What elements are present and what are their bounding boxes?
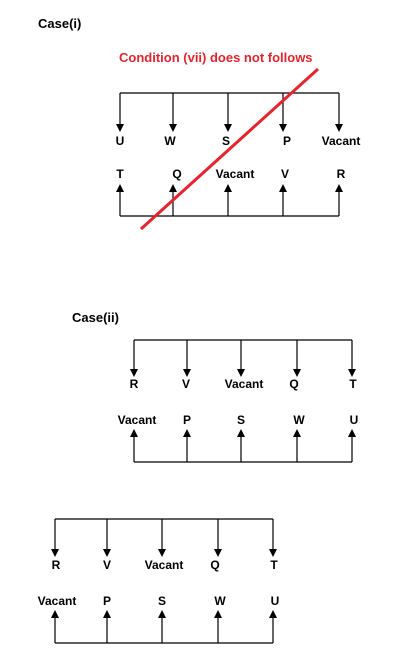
arrangement-1: U W S P Vacant T Q Vacant V R xyxy=(116,92,361,217)
case1-title: Case(i) xyxy=(38,16,81,31)
seat-label: S xyxy=(237,413,245,427)
seat-label: U xyxy=(350,413,359,427)
seat-label: T xyxy=(116,167,124,181)
seat-label: R xyxy=(337,167,346,181)
arrangement-3: R V Vacant Q T Vacant P S W U xyxy=(38,518,280,644)
case2-title: Case(ii) xyxy=(72,310,119,325)
seat-label: U xyxy=(116,134,125,148)
seat-label: W xyxy=(214,594,226,608)
seat-label: Vacant xyxy=(225,377,264,391)
seat-label: Vacant xyxy=(38,594,77,608)
seat-label: P xyxy=(103,594,111,608)
seat-label: Vacant xyxy=(322,134,361,148)
seat-label: T xyxy=(349,377,357,391)
seat-label: Q xyxy=(289,377,298,391)
seat-label: W xyxy=(293,413,305,427)
seat-label: S xyxy=(158,594,166,608)
seat-label: P xyxy=(183,413,191,427)
seat-label: S xyxy=(222,134,230,148)
arrangement-2: R V Vacant Q T Vacant P S W U xyxy=(118,339,359,463)
seat-label: Vacant xyxy=(118,413,157,427)
seat-label: U xyxy=(271,594,280,608)
seat-label: Q xyxy=(172,167,181,181)
seat-label: R xyxy=(52,558,61,572)
seat-label: P xyxy=(283,134,291,148)
seat-label: Q xyxy=(210,558,219,572)
seat-label: Vacant xyxy=(145,558,184,572)
seat-label: V xyxy=(103,558,111,572)
seat-label: Vacant xyxy=(216,167,255,181)
seat-label: W xyxy=(164,134,176,148)
seat-label: R xyxy=(130,377,139,391)
seat-label: T xyxy=(270,558,278,572)
case1-note: Condition (vii) does not follows xyxy=(119,50,313,65)
strike-line xyxy=(139,67,320,231)
seat-label: V xyxy=(182,377,190,391)
seat-label: V xyxy=(281,167,289,181)
